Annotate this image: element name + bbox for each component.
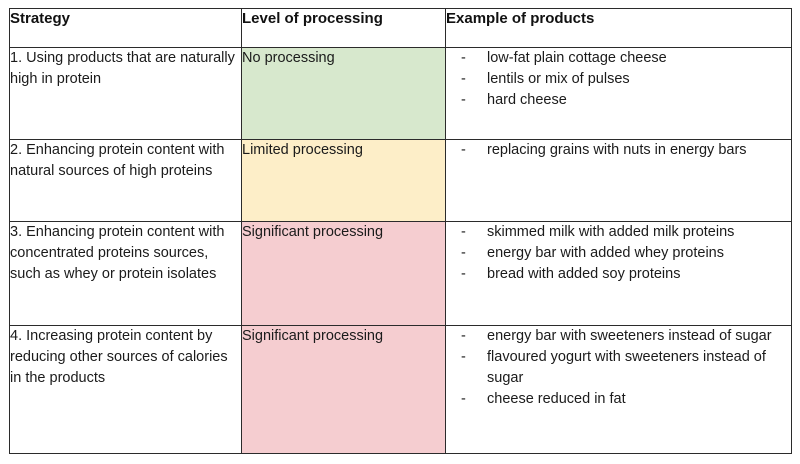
protein-strategy-table: Strategy Level of processing Example of … <box>9 8 792 454</box>
product-text: energy bar with added whey proteins <box>487 245 724 261</box>
product-text: cheese reduced in fat <box>487 391 626 407</box>
product-text: flavoured yogurt with sweeteners instead… <box>487 349 766 386</box>
cell-strategy: 1. Using products that are naturally hig… <box>9 47 242 140</box>
bullet-dash-icon: - <box>461 245 466 261</box>
cell-level-of-processing: Significant processing <box>241 325 446 454</box>
column-header-strategy: Strategy <box>9 8 242 48</box>
list-item: - replacing grains with nuts in energy b… <box>446 140 791 161</box>
bullet-dash-icon: - <box>461 71 466 87</box>
cell-strategy: 3. Enhancing protein content with concen… <box>9 221 242 326</box>
cell-example-of-products: - low-fat plain cottage cheese - lentils… <box>445 47 792 140</box>
cell-level-of-processing: Significant processing <box>241 221 446 326</box>
bullet-dash-icon: - <box>461 142 466 158</box>
list-item: - skimmed milk with added milk proteins <box>446 222 791 243</box>
list-item: - energy bar with sweeteners instead of … <box>446 326 791 347</box>
product-text: energy bar with sweeteners instead of su… <box>487 328 772 344</box>
bullet-dash-icon: - <box>461 266 466 282</box>
list-item: - flavoured yogurt with sweeteners inste… <box>446 347 791 389</box>
table-row: 4. Increasing protein content by reducin… <box>9 325 792 454</box>
product-list: - low-fat plain cottage cheese - lentils… <box>446 48 791 111</box>
column-header-level-of-processing: Level of processing <box>241 8 446 48</box>
product-text: hard cheese <box>487 92 567 108</box>
cell-example-of-products: - skimmed milk with added milk proteins … <box>445 221 792 326</box>
bullet-dash-icon: - <box>461 224 466 240</box>
bullet-dash-icon: - <box>461 92 466 108</box>
cell-level-of-processing: Limited processing <box>241 139 446 222</box>
bullet-dash-icon: - <box>461 391 466 407</box>
table-body: 1. Using products that are naturally hig… <box>9 47 792 454</box>
product-list: - skimmed milk with added milk proteins … <box>446 222 791 285</box>
header-row: Strategy Level of processing Example of … <box>9 8 792 48</box>
list-item: - lentils or mix of pulses <box>446 69 791 90</box>
product-text: replacing grains with nuts in energy bar… <box>487 142 747 158</box>
bullet-dash-icon: - <box>461 349 466 365</box>
table-header: Strategy Level of processing Example of … <box>9 8 792 48</box>
list-item: - energy bar with added whey proteins <box>446 243 791 264</box>
cell-strategy: 4. Increasing protein content by reducin… <box>9 325 242 454</box>
product-text: bread with added soy proteins <box>487 266 681 282</box>
table-row: 2. Enhancing protein content with natura… <box>9 139 792 222</box>
product-text: lentils or mix of pulses <box>487 71 630 87</box>
bullet-dash-icon: - <box>461 328 466 344</box>
product-text: skimmed milk with added milk proteins <box>487 224 735 240</box>
cell-example-of-products: - energy bar with sweeteners instead of … <box>445 325 792 454</box>
list-item: - low-fat plain cottage cheese <box>446 48 791 69</box>
list-item: - hard cheese <box>446 90 791 111</box>
table-row: 1. Using products that are naturally hig… <box>9 47 792 140</box>
column-header-example-of-products: Example of products <box>445 8 792 48</box>
list-item: - cheese reduced in fat <box>446 389 791 410</box>
table-row: 3. Enhancing protein content with concen… <box>9 221 792 326</box>
cell-example-of-products: - replacing grains with nuts in energy b… <box>445 139 792 222</box>
list-item: - bread with added soy proteins <box>446 264 791 285</box>
product-list: - replacing grains with nuts in energy b… <box>446 140 791 161</box>
product-text: low-fat plain cottage cheese <box>487 50 667 66</box>
bullet-dash-icon: - <box>461 50 466 66</box>
cell-strategy: 2. Enhancing protein content with natura… <box>9 139 242 222</box>
product-list: - energy bar with sweeteners instead of … <box>446 326 791 410</box>
cell-level-of-processing: No processing <box>241 47 446 140</box>
